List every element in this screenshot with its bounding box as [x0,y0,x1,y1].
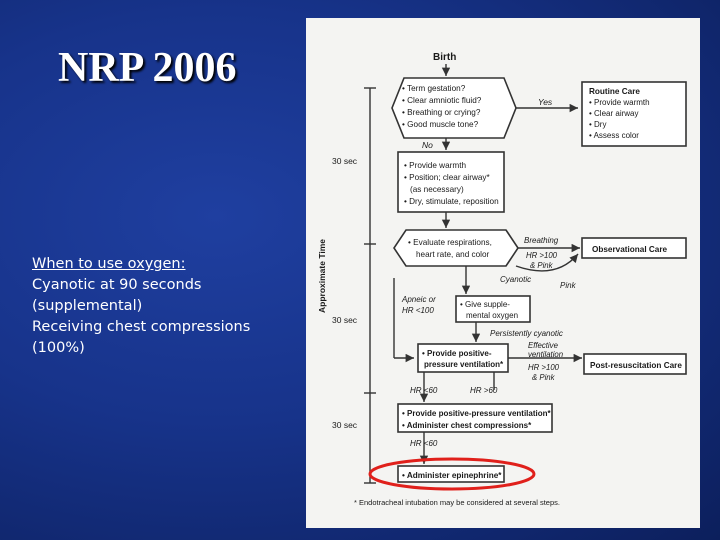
initial-step-line: • Position; clear airway* [404,173,490,182]
birth-label: Birth [433,52,456,63]
time-label: 30 sec [332,420,358,430]
hr-gt-60-label: HR >60 [470,386,498,395]
hr-lt-60-label-2: HR <60 [410,439,438,448]
initial-steps-box [397,151,505,213]
epinephrine-label: • Administer epinephrine* [402,471,502,480]
routine-care-item: • Dry [589,120,606,129]
time-label: 30 sec [332,315,358,325]
notes-line: (supplemental) [32,298,143,314]
slide-title: NRP 2006 [58,45,237,91]
initial-step-line: (as necessary) [410,185,464,194]
effective-ventilation: Effective [528,341,559,350]
routine-care-box [581,81,687,147]
effective-ventilation: HR >100 [528,363,560,372]
supplemental-oxygen-line: • Give supple- [460,300,510,309]
initial-step-line: • Provide warmth [404,161,466,170]
assessment-line: • Term gestation? [402,84,466,93]
evaluate-line: • Evaluate respirations, [408,238,492,247]
pink-label: Pink [560,281,577,290]
routine-care-item: • Assess color [589,131,639,140]
breathing-hr: & Pink [530,261,554,270]
evaluate-line: heart rate, and color [416,250,490,259]
post-resuscitation-care-box [583,353,687,375]
breathing-hr: HR >100 [526,251,558,260]
routine-care-item: • Provide warmth [589,98,650,107]
routine-care-item: • Clear airway [589,109,638,118]
footnote: * Endotracheal intubation may be conside… [354,498,560,507]
nrp-flowchart: 30 sec 30 sec 30 sec Approximate Time Bi… [306,18,700,528]
epinephrine-highlight [368,457,536,491]
supplemental-oxygen-line: mental oxygen [466,311,518,320]
hr-lt-60-label: HR <60 [410,386,438,395]
ppv-line: • Provide positive- [422,349,492,358]
apneic-label: HR <100 [402,306,434,315]
ppv-line: pressure ventilation* [424,360,504,369]
time-label: 30 sec [332,156,358,166]
assessment-line: • Good muscle tone? [402,120,479,129]
initial-step-line: • Dry, stimulate, reposition [404,197,499,206]
observational-care-box [581,237,687,259]
ppv-compressions-line: • Administer chest compressions* [402,421,532,430]
routine-care-title: Routine Care [589,87,640,96]
no-label: No [422,140,433,150]
yes-label: Yes [538,97,553,107]
effective-ventilation: ventilation [528,350,563,359]
cyanotic-label: Cyanotic [500,275,531,284]
supplemental-oxygen-box [455,295,531,323]
notes-line: Cyanotic at 90 seconds [32,277,202,293]
ppv-compressions-line: • Provide positive-pressure ventilation* [402,409,552,418]
epinephrine-box [397,465,505,483]
notes-heading: When to use oxygen: [32,256,186,272]
breathing-label: Breathing [524,236,559,245]
evaluate-box [393,229,519,267]
post-resuscitation-care-label: Post-resuscitation Care [590,361,682,370]
ppv-compressions-box [397,403,553,433]
initial-assessment-box [391,77,517,139]
notes-line: (100%) [32,340,85,356]
apneic-label: Apneic or [401,295,436,304]
effective-ventilation: & Pink [532,373,556,382]
notes-line: Receiving chest compressions [32,319,251,335]
observational-care-label: Observational Care [592,245,668,254]
persistently-cyanotic-label: Persistently cyanotic [490,329,563,338]
approximate-time-label: Approximate Time [317,239,327,313]
flowchart-svg: 30 sec 30 sec 30 sec Approximate Time Bi… [317,52,687,507]
assessment-line: • Breathing or crying? [402,108,481,117]
ppv-box [417,343,509,373]
oxygen-notes: When to use oxygen: Cyanotic at 90 secon… [32,254,302,359]
assessment-line: • Clear amniotic fluid? [402,96,482,105]
